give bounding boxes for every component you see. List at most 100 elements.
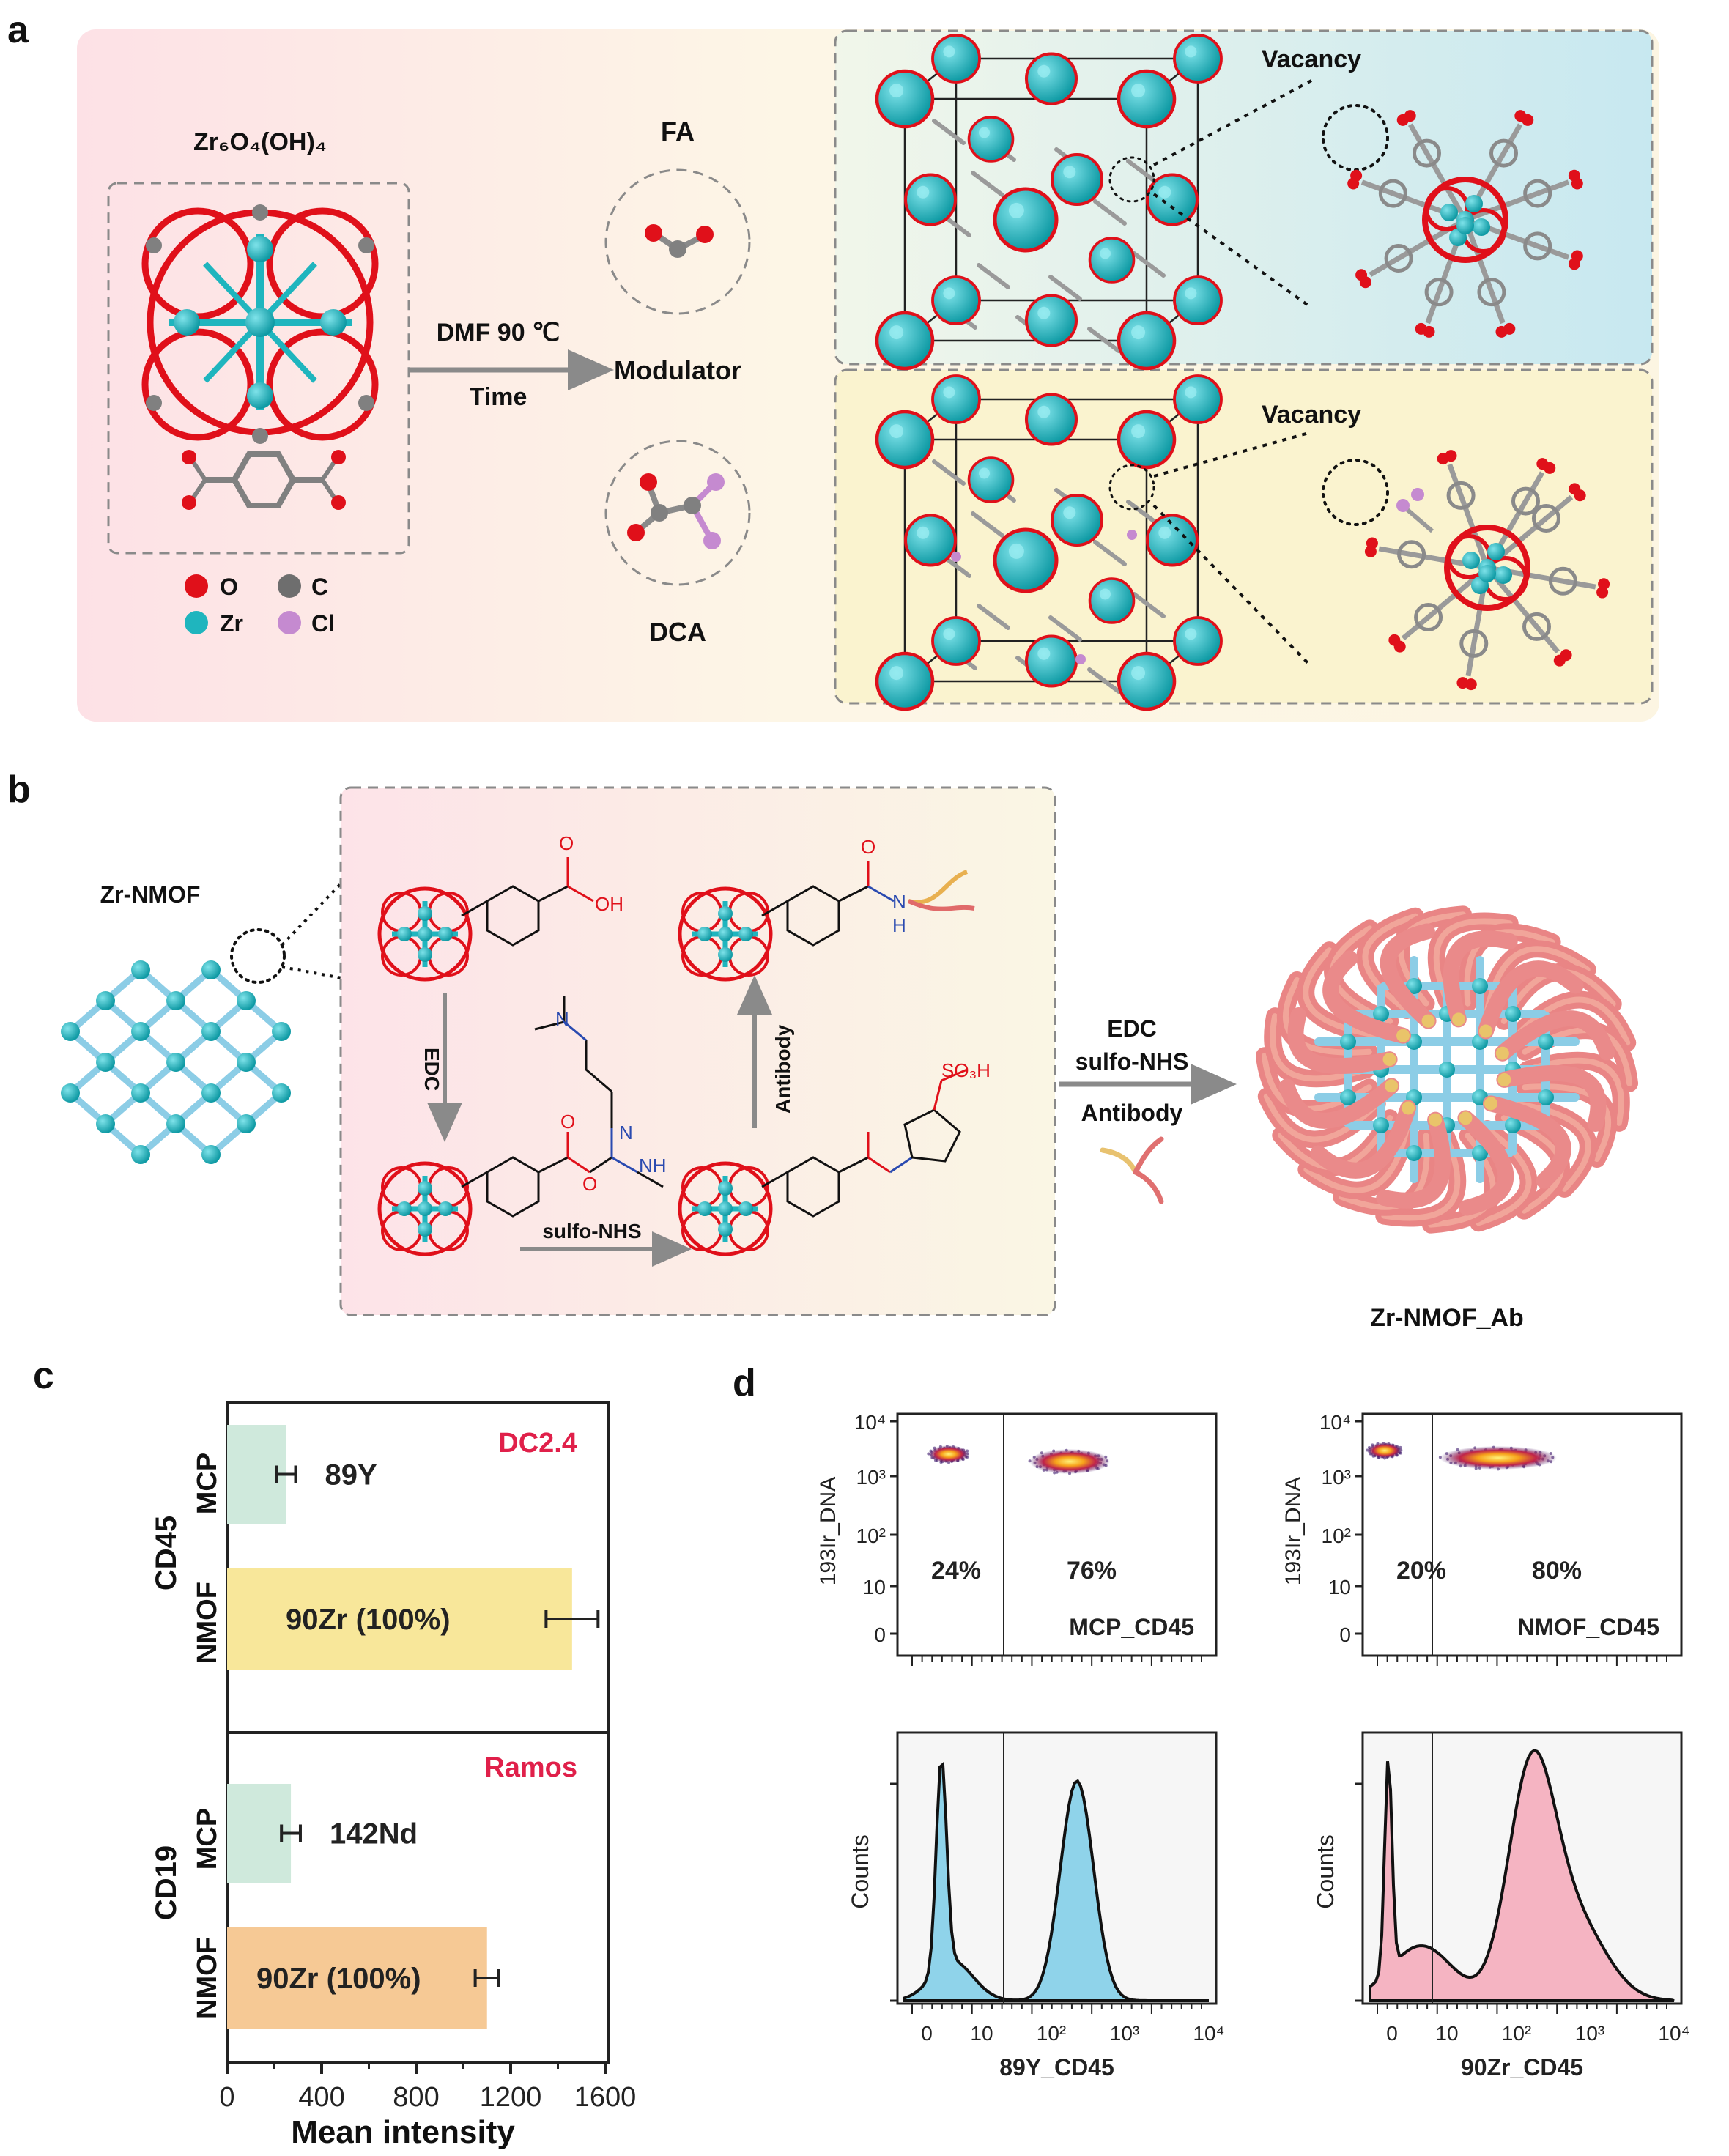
benzene-ring	[1384, 244, 1413, 273]
zr-atom	[418, 1181, 432, 1196]
cluster-highlight	[889, 325, 904, 340]
legend-cl: Cl	[311, 610, 335, 637]
benzene-ring	[1511, 486, 1540, 516]
zr-atom	[1473, 218, 1490, 236]
zr6-cluster-node	[1145, 514, 1199, 567]
dca-circle	[604, 440, 751, 586]
zr6-cluster-node	[875, 651, 935, 711]
zr-atom	[1440, 204, 1458, 221]
lattice-node	[1538, 1034, 1554, 1050]
x-tick-label: 10²	[1037, 2022, 1066, 2045]
sulfo-nhs-step-label: sulfo-NHS	[542, 1220, 641, 1242]
row-label-nmof-cd45: NMOF	[192, 1582, 223, 1664]
histogram-curve	[903, 1761, 1209, 2002]
cluster-highlight	[1185, 628, 1197, 640]
benzene-ring	[1523, 231, 1552, 261]
benzene-ring	[1523, 179, 1552, 208]
legend-zr: Zr	[220, 610, 243, 637]
cluster-polyhedron	[931, 374, 981, 424]
zr-atom	[718, 906, 733, 921]
condition-dmf: DMF 90 ℃	[437, 319, 560, 347]
antibody-highlight	[1476, 1125, 1532, 1226]
lattice-node	[1373, 1117, 1389, 1133]
zr6-cluster-node	[903, 514, 958, 567]
zr6-cluster-node	[1088, 237, 1136, 284]
benzene-ring	[1414, 602, 1443, 631]
bar-label-4: 90Zr (100%)	[256, 1963, 421, 1995]
cluster-highlight	[1008, 543, 1024, 559]
x-tick-label: 1600	[574, 2082, 637, 2113]
x-tick-label: 0	[921, 2022, 933, 2045]
dichloroacetic-acid-molecule	[627, 473, 725, 549]
antibody-highlight	[1270, 1013, 1369, 1082]
y-tick-label: 10	[1328, 1576, 1351, 1599]
x-tick-label: 0	[1386, 2022, 1398, 2045]
antibody-highlight	[1514, 996, 1631, 1046]
carboxylate-oxygen	[1568, 169, 1580, 182]
zr-atom	[397, 1201, 412, 1216]
y-tick-label: 10³	[1322, 1466, 1351, 1489]
zr6-cluster-model	[377, 1161, 473, 1256]
x-tick-label: 400	[298, 2082, 344, 2113]
modulator-label: Modulator	[614, 355, 741, 385]
gate-percent-right: 76%	[1067, 1557, 1117, 1585]
carboxylate-oxygen	[1514, 110, 1527, 122]
zr-atom	[418, 906, 432, 921]
linker-stick	[1126, 159, 1160, 185]
conjugation-site	[1459, 1111, 1473, 1125]
nmof-zoom-circle	[230, 928, 286, 984]
zr-nmof-ab-product	[1255, 905, 1639, 1234]
zr6-cluster-node	[1173, 275, 1223, 325]
antibody-strand	[1287, 1007, 1398, 1075]
zr6-cluster-node	[1024, 294, 1078, 347]
cluster-highlight	[1008, 202, 1024, 218]
uio-66-unit-cell-fa	[875, 34, 1223, 371]
zr6-cluster-node	[875, 410, 935, 470]
lattice-node	[96, 991, 115, 1010]
oxo-cage	[1444, 525, 1530, 611]
carboxylate-oxygen	[1503, 322, 1516, 335]
antibody-strand	[1477, 960, 1584, 1040]
defect-cluster-fa	[1347, 110, 1583, 338]
y-tick-label: 10	[863, 1576, 886, 1599]
zr6-cluster-model	[678, 1161, 773, 1256]
zr-atom	[418, 1201, 432, 1216]
antibody-strand	[1278, 1078, 1400, 1129]
cluster-highlight	[889, 424, 904, 439]
zr6-cluster-node	[1117, 410, 1177, 470]
antibody-step-label: Antibody	[771, 1024, 794, 1114]
atom-legend: O C Zr Cl	[185, 574, 335, 637]
carboxylate-oxygen	[1560, 649, 1572, 662]
cond-sulfo-nhs: sulfo-NHS	[1075, 1048, 1189, 1075]
lattice-node	[96, 1053, 115, 1072]
gate-percent-right: 80%	[1532, 1557, 1582, 1585]
zr6-cluster-node	[931, 616, 981, 666]
cluster-highlight	[1158, 526, 1171, 539]
antibody-highlight	[1525, 1057, 1624, 1126]
linker-stick	[1132, 592, 1166, 618]
panel-letter-d: d	[733, 1362, 756, 1404]
carboxylate-oxygen	[1347, 177, 1360, 190]
carboxylate-oxygen	[1598, 578, 1610, 590]
cluster-polyhedron	[931, 275, 981, 325]
zr6-cluster-node	[875, 311, 935, 371]
cluster-polyhedron	[875, 69, 935, 129]
cluster-highlight	[889, 666, 904, 681]
conjugation-site	[1495, 1046, 1509, 1060]
oxo-cage	[377, 1161, 473, 1256]
carboxylate-oxygen	[1465, 678, 1477, 691]
cluster-polyhedron	[1117, 311, 1177, 371]
antibody-strand	[1322, 950, 1412, 1044]
cluster-polyhedron	[875, 311, 935, 371]
x-tick-label: 10⁴	[1193, 2022, 1224, 2045]
cluster-polyhedron	[1117, 69, 1177, 129]
cluster-polyhedron	[1050, 152, 1104, 207]
formic-acid-molecule	[645, 224, 714, 258]
cond-antibody: Antibody	[1081, 1100, 1183, 1126]
cluster-highlight	[943, 287, 955, 300]
zr-atom	[418, 947, 432, 962]
zr-atom	[718, 1181, 733, 1196]
conjugation-site	[1451, 1012, 1465, 1026]
x-tick-label: 10³	[1575, 2022, 1604, 2045]
